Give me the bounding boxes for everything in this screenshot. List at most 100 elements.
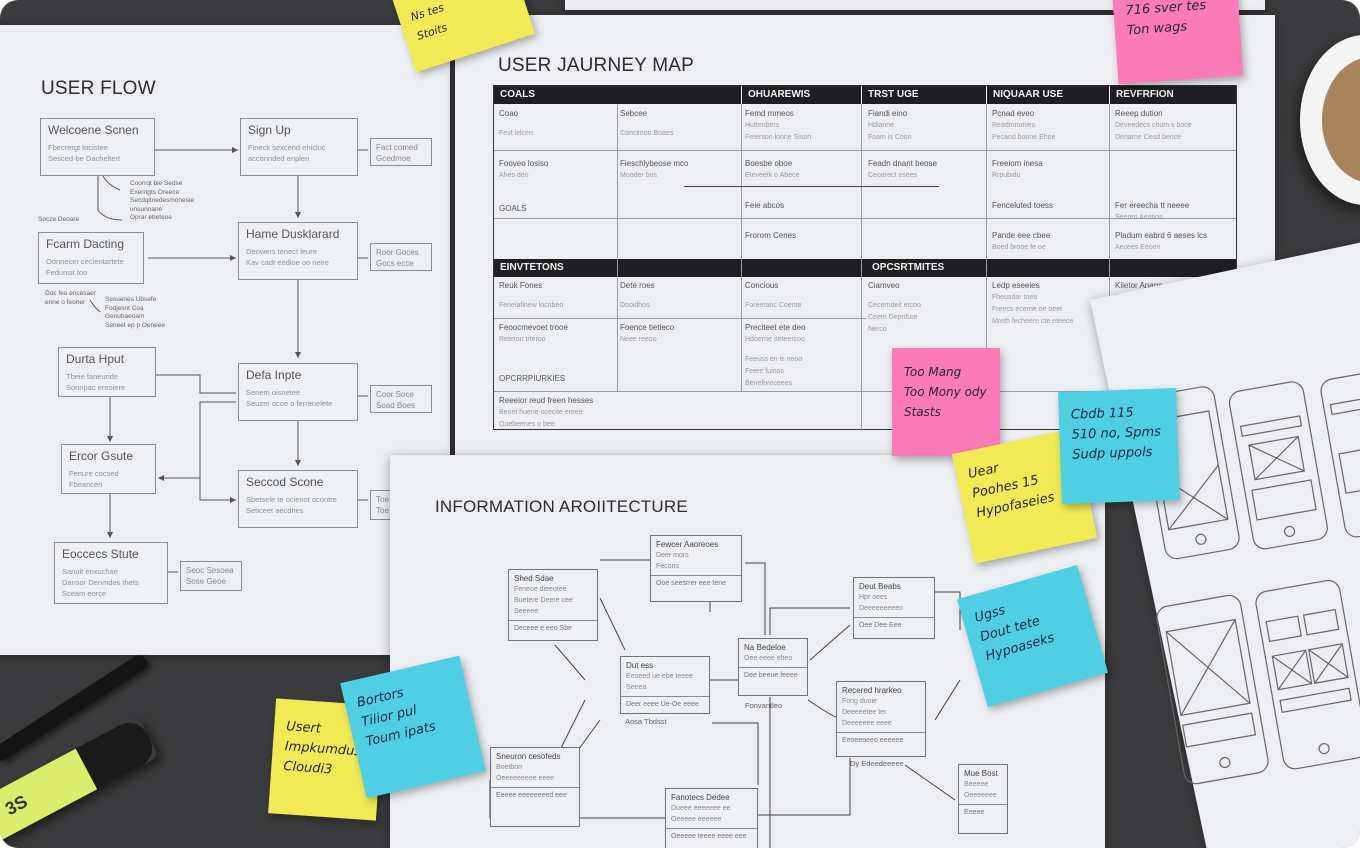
flow-annotation: Socze Deoare — [38, 216, 80, 223]
divider — [684, 186, 939, 187]
cell-text: Foence tietieco — [620, 323, 675, 332]
cell-text: Fevt lelcen — [499, 130, 533, 137]
user-flow-title: USER FLOW — [41, 78, 156, 99]
journey-map-cell: Frorom Cenes — [745, 230, 796, 242]
cell-text: Ciamveo — [868, 281, 900, 290]
ia-node-title: Deut Beabs — [859, 582, 901, 591]
table-header: REVFRFION — [1109, 86, 1236, 104]
ia-node-title: Mue Bost — [964, 769, 998, 778]
divider — [494, 218, 1236, 219]
cell-text: Hdoerne oeteercoo — [745, 336, 805, 343]
cell-text: Hdianne — [868, 122, 895, 129]
cell-text: Ooebeenes o bee — [499, 421, 555, 428]
cell-text: Ceoarect esees — [868, 172, 918, 179]
cell-text: Seeren Aeatios — [1115, 214, 1163, 221]
ia-node-text: Oee eeee eheo — [744, 655, 793, 662]
cell-text: Femd mmeos — [745, 109, 794, 118]
top-paper — [565, 0, 1265, 10]
ia-node-text: Oeeeeeee — [964, 792, 997, 799]
journey-map-table: COALS OHUAREWIS TRST UGE NIQUAAR USE REV… — [493, 85, 1237, 431]
cell-text: Beoet huene ocecite ereee — [499, 409, 583, 416]
user-flow-connectors — [89, 147, 368, 573]
cell-text: Reuk Fones — [499, 281, 543, 290]
ia-node-footer: Oee Dee Eee — [854, 617, 934, 633]
ia-node-text: Oeeeeeeeee eeee — [496, 775, 554, 782]
divider — [741, 104, 742, 391]
ia-node-title: Fanotecs Dedee — [671, 793, 730, 802]
journey-map-row-label: OPCRRPIURKIES — [499, 374, 566, 383]
ia-node-text: Deeeeeeeeeo — [859, 605, 903, 612]
cell-text: Preciteet ete deo — [745, 323, 806, 332]
cell-text: Reeeior reud freen hesses — [499, 396, 594, 405]
cell-text: Mreth fecheere cte eteece — [992, 318, 1074, 325]
ia-label: Fonvantleo — [745, 701, 783, 710]
phone-wireframe — [1156, 594, 1269, 785]
divider — [986, 104, 987, 394]
ia-node-text: Deeeeetee ter — [842, 709, 887, 716]
ia-node-text: Boetbon — [496, 764, 523, 771]
divider — [617, 104, 618, 391]
phone-wireframe — [1255, 579, 1360, 770]
cell-text: Feadn dnant beose — [868, 159, 937, 168]
cell-text: Fieschlybeose mco — [620, 159, 689, 168]
cell-text: Fenelafinew locnbeo — [499, 302, 564, 309]
divider — [861, 104, 862, 431]
phone-wireframe — [1228, 381, 1328, 550]
cell-text: Reeep dution — [1115, 109, 1163, 118]
ia-node-text: Buetere Deere cee — [514, 597, 573, 604]
ia-node-text: Hpr oees — [859, 594, 888, 601]
ia-node-title: Recered hrarkeo — [842, 686, 902, 695]
journey-map-cell: Fenceluted toess — [992, 200, 1053, 212]
table-header: TRST UGE — [861, 86, 986, 104]
cell-text: Ledp eseeies — [992, 281, 1040, 290]
divider — [494, 150, 1236, 151]
cell-text: Neee reeoo — [620, 336, 657, 343]
ia-node-footer: Deer eeee Ue-Oe eeee — [621, 696, 709, 712]
cell-text: Reteton trteroo — [499, 336, 546, 343]
cell-text: Aecees Eeoen — [1115, 244, 1161, 251]
divider — [494, 391, 1236, 392]
cell-text: Huttenbers — [745, 122, 780, 129]
table-header: NIQUAAR USE — [986, 86, 1109, 104]
ia-node-text: Feneoe dieeotee — [514, 586, 567, 593]
cell-text: Fiandi eino — [868, 109, 908, 118]
ia-node-title: Fewcer Aaoreoes — [656, 540, 719, 549]
cell-text: Pande eee cbee — [992, 231, 1051, 240]
cell-text: Dete roes — [620, 281, 655, 290]
cell-text: Rrpubidu — [992, 172, 1021, 179]
cell-text: Freeiom inesa — [992, 159, 1043, 168]
cell-text: Feoocmevoet trooe — [499, 323, 568, 332]
